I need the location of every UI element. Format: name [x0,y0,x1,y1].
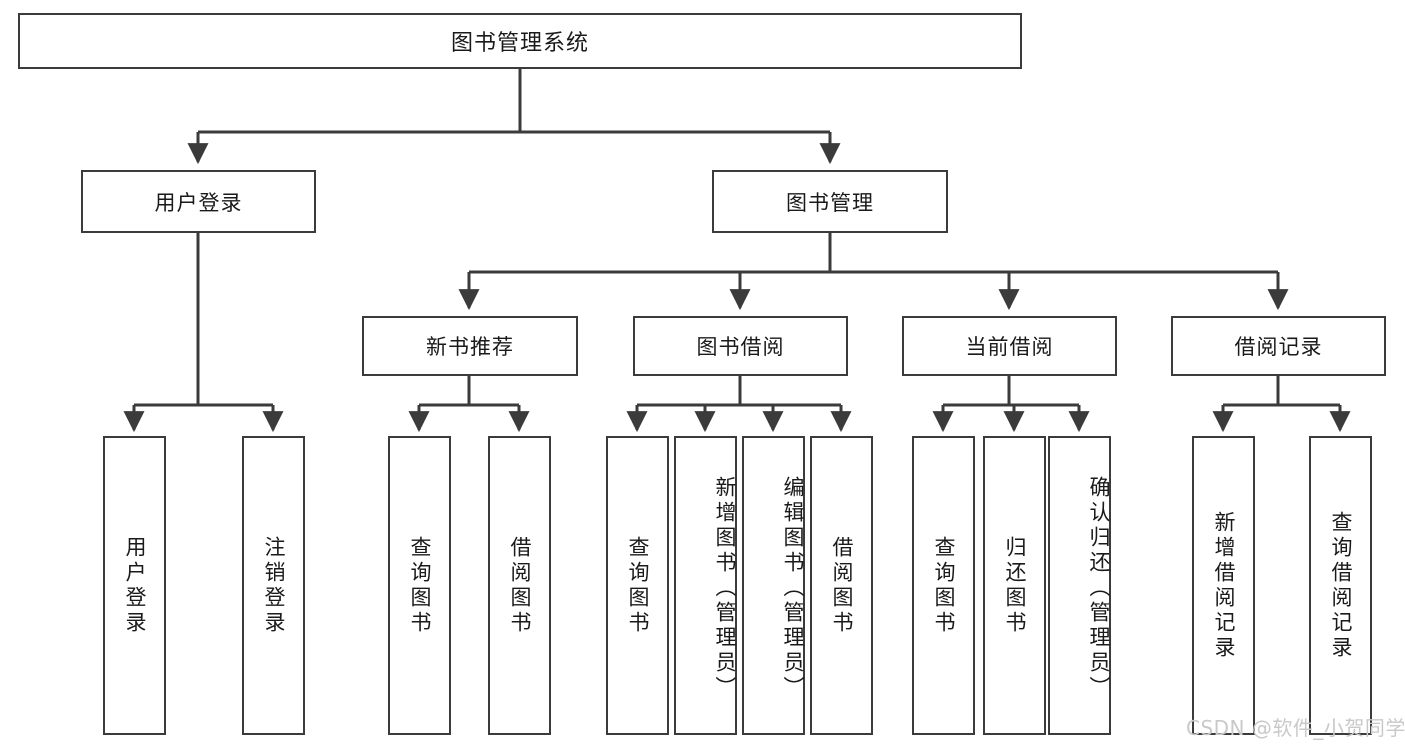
csdn-watermark: CSDN @软件_小贺同学 [1186,716,1405,740]
leaf-confirm-return-label: 确认归还（管理员） [1087,476,1111,701]
leaf-query-book-3-label: 查询图书 [932,535,956,636]
node-root[interactable]: 图书管理系统 [18,13,1022,69]
leaf-add-record[interactable]: 新增借阅记录 [1192,436,1255,735]
leaf-edit-book-label: 编辑图书（管理员） [781,476,805,701]
leaf-add-record-label: 新增借阅记录 [1212,510,1236,661]
node-new-book-rec[interactable]: 新书推荐 [362,316,578,376]
leaf-logout-login-label: 注销登录 [262,535,286,636]
leaf-query-book-2-label: 查询图书 [626,535,650,636]
node-current-borrow[interactable]: 当前借阅 [902,316,1117,376]
leaf-add-book[interactable]: 新增图书（管理员） [674,436,737,735]
leaf-add-book-label: 新增图书（管理员） [713,476,737,701]
node-current-borrow-label: 当前借阅 [965,335,1054,359]
leaf-query-book-3[interactable]: 查询图书 [912,436,975,735]
node-book-manage[interactable]: 图书管理 [712,170,948,233]
leaf-confirm-return[interactable]: 确认归还（管理员） [1048,436,1111,735]
leaf-borrow-book-2[interactable]: 借阅图书 [810,436,873,735]
leaf-query-book-1[interactable]: 查询图书 [388,436,451,735]
leaf-query-record-label: 查询借阅记录 [1329,510,1353,661]
leaf-borrow-book-1[interactable]: 借阅图书 [488,436,551,735]
leaf-query-book-1-label: 查询图书 [408,535,432,636]
node-borrow-record-label: 借阅记录 [1234,335,1323,359]
node-root-label: 图书管理系统 [450,31,589,56]
node-user-login-label: 用户登录 [154,190,243,215]
node-book-manage-label: 图书管理 [786,190,874,215]
node-borrow-record[interactable]: 借阅记录 [1171,316,1386,376]
node-book-borrow[interactable]: 图书借阅 [633,316,848,376]
node-user-login[interactable]: 用户登录 [81,170,316,233]
leaf-borrow-book-2-label: 借阅图书 [830,535,854,636]
leaf-return-book-label: 归还图书 [1003,535,1027,636]
leaf-logout-login[interactable]: 注销登录 [242,436,305,735]
leaf-query-book-2[interactable]: 查询图书 [606,436,669,735]
leaf-user-login-label: 用户登录 [123,535,147,636]
node-new-book-rec-label: 新书推荐 [426,335,514,359]
leaf-user-login[interactable]: 用户登录 [103,436,166,735]
node-book-borrow-label: 图书借阅 [696,335,785,359]
leaf-query-record[interactable]: 查询借阅记录 [1309,436,1372,735]
leaf-return-book[interactable]: 归还图书 [983,436,1046,735]
leaf-borrow-book-1-label: 借阅图书 [508,535,532,636]
leaf-edit-book[interactable]: 编辑图书（管理员） [742,436,805,735]
